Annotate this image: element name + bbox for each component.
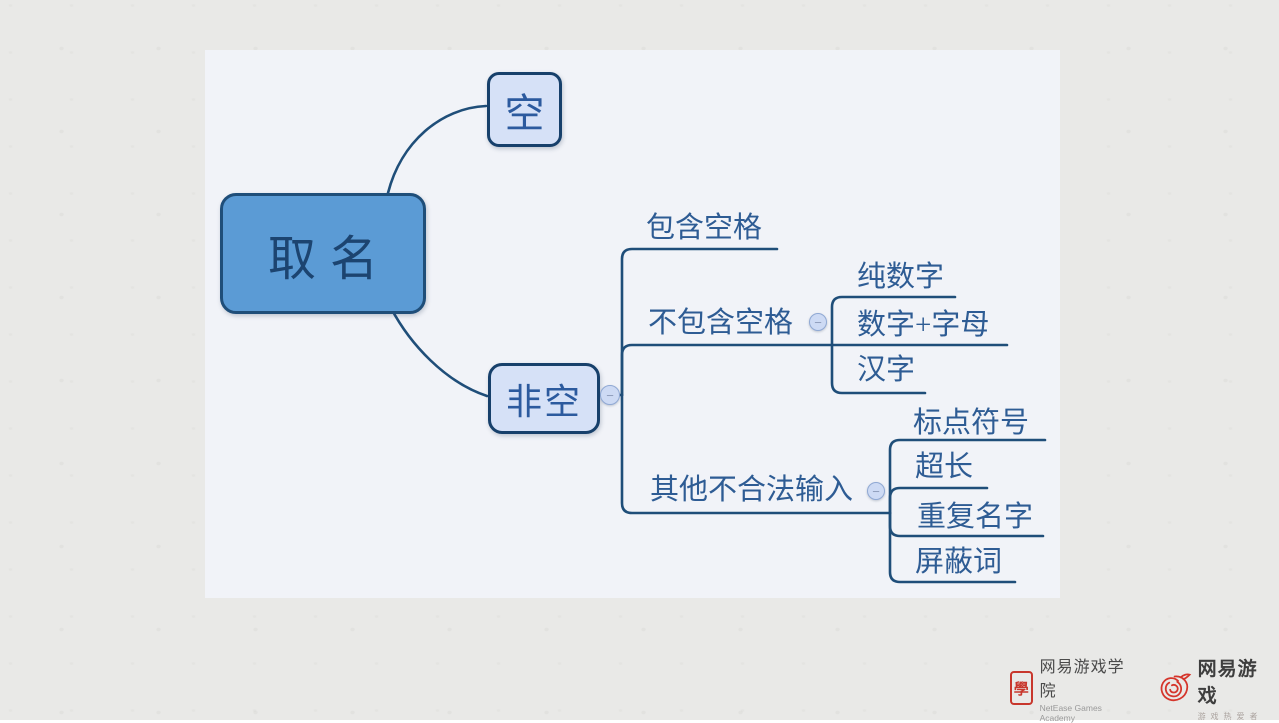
- branch-hanzi: [830, 343, 927, 395]
- minus-icon: −: [606, 387, 614, 403]
- minus-icon: −: [814, 314, 822, 330]
- branch-pure-digits: [830, 295, 957, 347]
- node-root-label: 取名: [267, 232, 392, 286]
- branch-other-invalid: [620, 393, 892, 515]
- curve-root-to-empty: [386, 104, 488, 195]
- node-root[interactable]: 取名: [220, 193, 426, 314]
- node-duplicate-name[interactable]: 重复名字: [917, 501, 1034, 533]
- branch-punctuation: [888, 438, 1047, 515]
- academy-subtitle: NetEase Games Academy: [1039, 703, 1102, 723]
- academy-seal-icon: 學: [1010, 671, 1033, 705]
- curve-root-to-nonempty: [389, 306, 489, 398]
- games-logo-text: 网易游戏 游戏热爱者: [1198, 654, 1272, 722]
- collapse-button-nonempty[interactable]: −: [600, 385, 620, 405]
- branch-contains-space: [620, 247, 779, 397]
- games-swirl-icon: [1160, 673, 1192, 702]
- node-blocked-word[interactable]: 屏蔽词: [915, 546, 1003, 578]
- seal-glyph: 學: [1013, 681, 1029, 698]
- branch-blocked-word: [888, 511, 1017, 584]
- node-punctuation[interactable]: 标点符号: [913, 407, 1030, 439]
- node-digits-plus-letters[interactable]: 数字+字母: [857, 309, 990, 341]
- connector-lines: [386, 104, 1047, 584]
- node-no-space[interactable]: 不包含空格: [648, 307, 794, 339]
- games-title: 网易游戏: [1197, 659, 1258, 707]
- node-nonempty[interactable]: 非空: [488, 363, 600, 434]
- academy-logo-text: 网易游戏学院 NetEase Games Academy: [1040, 653, 1135, 723]
- collapse-button-other-invalid[interactable]: −: [867, 482, 885, 500]
- node-empty[interactable]: 空: [487, 72, 562, 147]
- node-too-long[interactable]: 超长: [915, 451, 974, 483]
- academy-title: 网易游戏学院: [1039, 659, 1125, 700]
- branch-too-long: [888, 486, 989, 515]
- footer-logos: 學 网易游戏学院 NetEase Games Academy 网易游戏 游戏热爱…: [1010, 659, 1272, 723]
- netease-academy-logo: 學 网易游戏学院 NetEase Games Academy: [1010, 653, 1134, 723]
- node-nonempty-label: 非空: [505, 381, 582, 422]
- games-subtitle: 游戏热爱者: [1197, 712, 1263, 721]
- node-other-invalid-input[interactable]: 其他不合法输入: [650, 474, 854, 506]
- node-empty-label: 空: [504, 90, 545, 136]
- collapse-button-no-space[interactable]: −: [809, 313, 827, 331]
- branch-no-space: [620, 343, 1009, 397]
- node-pure-digits[interactable]: 纯数字: [857, 261, 945, 293]
- node-hanzi[interactable]: 汉字: [857, 354, 916, 386]
- mindmap-canvas: 取名 空 非空 包含空格 不包含空格 纯数字 数字+字母 汉字 其他不合法输入 …: [205, 50, 1060, 598]
- netease-games-logo: 网易游戏 游戏热爱者: [1156, 654, 1272, 722]
- minus-icon: −: [872, 483, 880, 499]
- node-contains-space[interactable]: 包含空格: [646, 212, 763, 244]
